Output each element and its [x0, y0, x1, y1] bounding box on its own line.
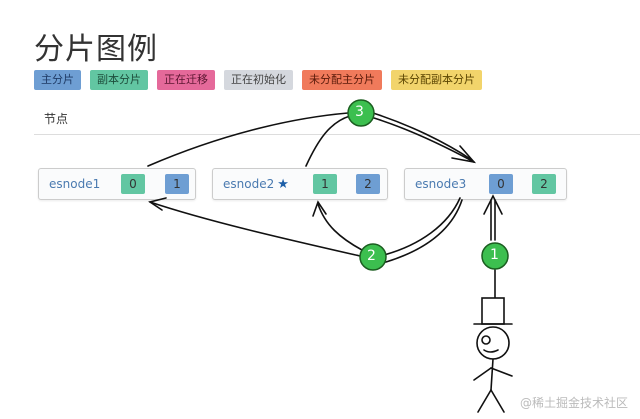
legend-relocating: 正在迁移 [157, 70, 215, 90]
page-title: 分片图例 [34, 32, 158, 67]
watermark: @稀土掘金技术社区 [519, 396, 628, 410]
primary-shard[interactable]: 0 [489, 174, 513, 194]
legend-replica: 副本分片 [90, 70, 148, 90]
primary-shard[interactable]: 2 [356, 174, 380, 194]
primary-shard[interactable]: 1 [165, 174, 189, 194]
arrow-head [148, 197, 167, 211]
arrow-line [383, 197, 461, 256]
legend-initializing: 正在初始化 [224, 70, 293, 90]
arrow-line [317, 203, 363, 251]
arrow-line [147, 112, 349, 167]
step-3-label: 3 [355, 104, 364, 120]
node-esnode1[interactable]: esnode1 0 1 [38, 168, 196, 200]
arrow-head [483, 194, 503, 215]
replica-shard[interactable]: 0 [121, 174, 145, 194]
step-1-marker [481, 242, 509, 270]
node-name: esnode3 [415, 177, 467, 191]
legend-unassigned-primary: 未分配主分片 [302, 70, 382, 90]
legend-primary: 主分片 [34, 70, 81, 90]
node-name: esnode1 [49, 177, 101, 191]
step-1-label: 1 [490, 247, 499, 263]
step-3-marker [347, 99, 375, 127]
legend-unassigned-replica: 未分配副本分片 [391, 70, 482, 90]
arrow-line [305, 115, 351, 167]
nodes-heading: 节点 [44, 112, 69, 126]
arrow-head [451, 145, 477, 164]
step-2-marker [359, 243, 387, 271]
arrow-line [385, 199, 463, 263]
arrow-line [373, 117, 475, 163]
divider [34, 134, 640, 135]
arrow-line [372, 112, 473, 161]
replica-shard[interactable]: 1 [313, 174, 337, 194]
shard-legend: 主分片 副本分片 正在迁移 正在初始化 未分配主分片 未分配副本分片 [34, 70, 482, 90]
step-2-label: 2 [367, 248, 376, 264]
replica-shard[interactable]: 2 [532, 174, 556, 194]
node-esnode3[interactable]: esnode3 0 2 [404, 168, 567, 200]
arrow-head [312, 200, 327, 217]
stick-figure [473, 297, 513, 413]
arrow-line [149, 201, 361, 257]
star-icon: ★ [277, 176, 289, 192]
node-name: esnode2 [223, 177, 275, 191]
node-esnode2[interactable]: esnode2 ★ 1 2 [212, 168, 388, 200]
